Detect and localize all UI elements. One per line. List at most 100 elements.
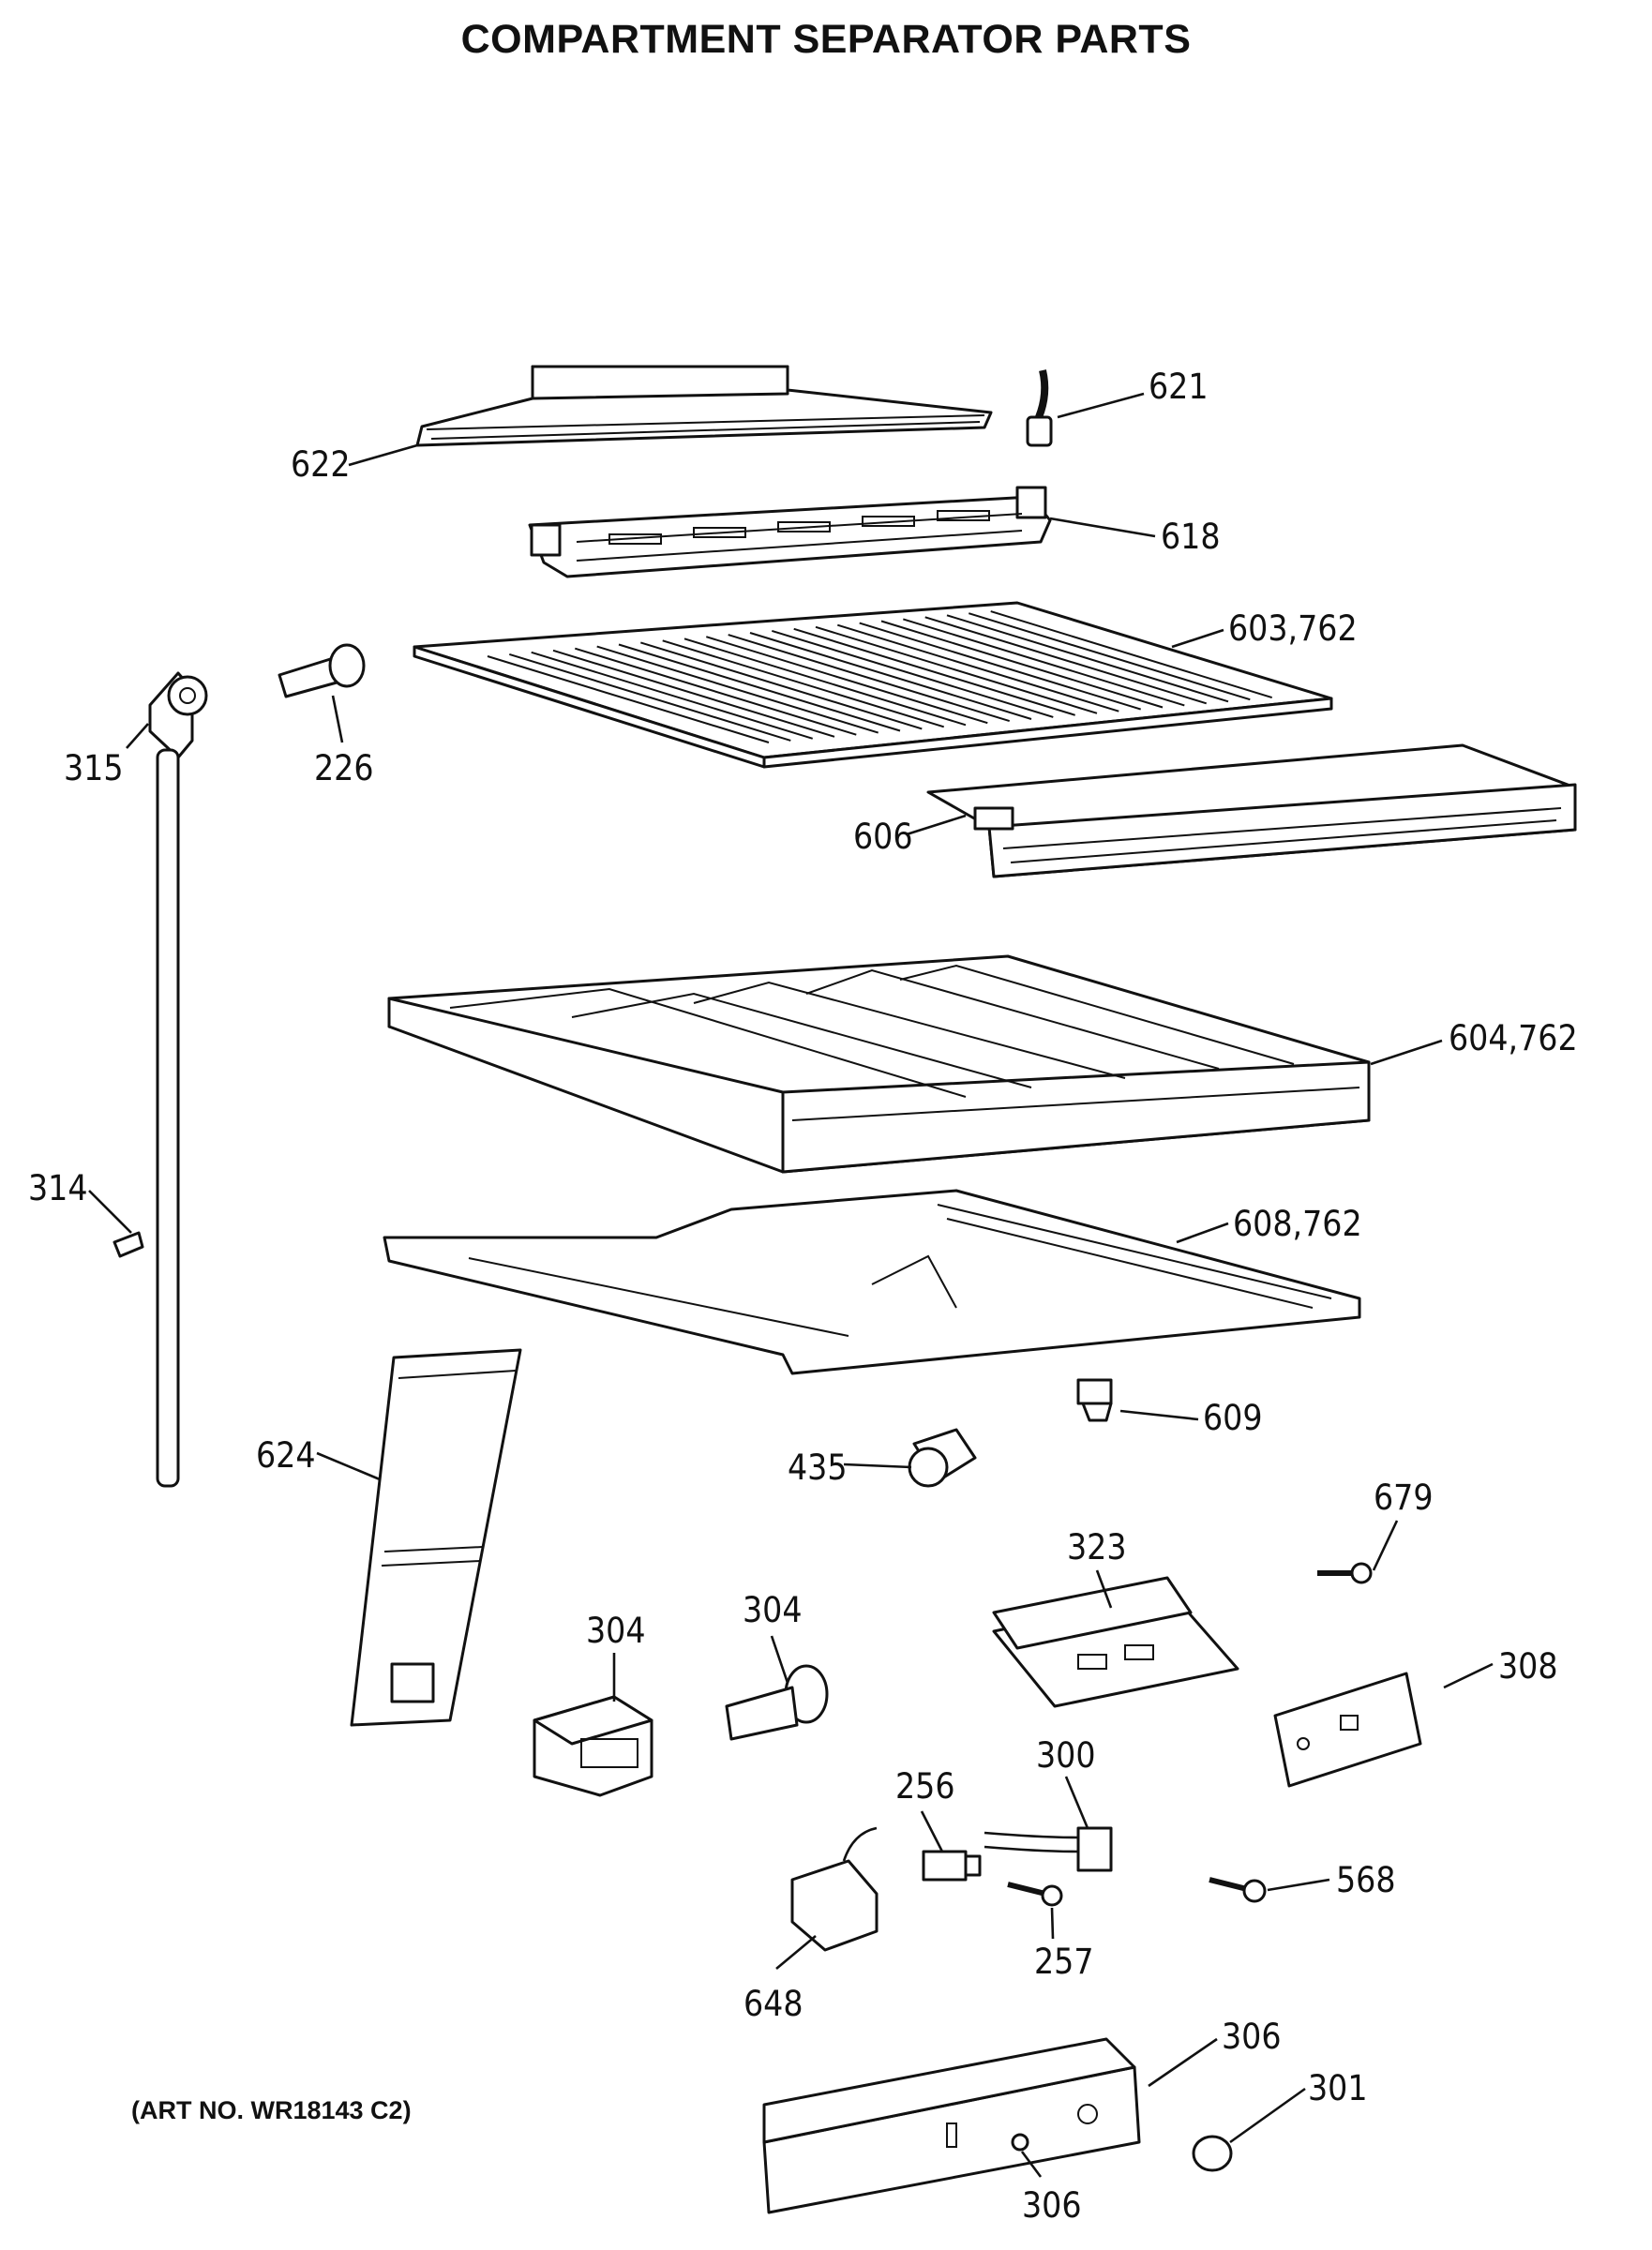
- leader-line-306b: [1020, 2151, 1043, 2178]
- part-257-screw[interactable]: [1007, 1882, 1063, 1907]
- part-300-thermostat[interactable]: [984, 1826, 1113, 1872]
- leader-line-304b: [770, 1635, 789, 1684]
- part-568-screw[interactable]: [1209, 1877, 1267, 1903]
- part-622-cover[interactable]: [415, 365, 993, 447]
- leader-line-621: [1057, 392, 1145, 419]
- part-606-panel[interactable]: [926, 743, 1577, 878]
- leader-line-315: [126, 723, 149, 749]
- part-226-roller[interactable]: [278, 643, 366, 698]
- part-603-grille[interactable]: [413, 601, 1333, 769]
- part-435-knob[interactable]: [908, 1428, 977, 1488]
- callout-label-604: 604,762: [1449, 1018, 1578, 1058]
- leader-line-603: [1171, 628, 1224, 649]
- grille-rib: [880, 620, 1164, 709]
- grille-rib: [990, 610, 1272, 699]
- callout-label-606: 606: [853, 817, 913, 857]
- part-306-channel[interactable]: [762, 2037, 1141, 2214]
- grille-rib: [924, 616, 1207, 705]
- callout-label-648: 648: [743, 1984, 803, 2024]
- part-604-shelf[interactable]: [387, 954, 1371, 1174]
- leader-line-624: [316, 1451, 381, 1481]
- part-624-duct[interactable]: [350, 1348, 522, 1727]
- leader-line-606: [906, 814, 967, 836]
- grille-rib: [946, 614, 1229, 703]
- grille-rib: [749, 632, 1032, 720]
- callout-label-301: 301: [1308, 2068, 1368, 2108]
- callout-label-568: 568: [1336, 1860, 1396, 1900]
- leader-line-308: [1443, 1662, 1494, 1689]
- leader-line-618: [1049, 517, 1156, 538]
- leader-line-648: [775, 1935, 817, 1970]
- leader-lines: [88, 392, 1494, 2178]
- grille-rib: [772, 629, 1054, 718]
- leader-line-256: [920, 1810, 944, 1852]
- part-315-hinge[interactable]: [148, 671, 208, 759]
- leader-line-435: [843, 1462, 912, 1469]
- grille-rib: [859, 622, 1141, 711]
- part-256-switch[interactable]: [922, 1850, 982, 1882]
- grille-rib: [837, 623, 1119, 712]
- part-vertical-rod: [156, 748, 180, 1488]
- callout-label-306a: 306: [1222, 2017, 1282, 2057]
- callout-label-226: 226: [314, 748, 374, 788]
- part-304-dial[interactable]: [725, 1664, 829, 1741]
- grille-rib: [618, 643, 901, 732]
- callout-label-435: 435: [788, 1448, 848, 1488]
- grille-rib: [640, 641, 923, 730]
- callout-label-306b: 306: [1022, 2185, 1082, 2226]
- part-608-shelf[interactable]: [383, 1189, 1361, 1375]
- grille-rib: [706, 636, 988, 725]
- callout-label-621: 621: [1149, 367, 1209, 407]
- leader-line-604: [1370, 1039, 1443, 1066]
- grille-rib: [903, 618, 1185, 707]
- leader-line-622: [348, 443, 418, 467]
- page-title: COMPARTMENT SEPARATOR PARTS: [460, 17, 1192, 62]
- callout-label-603: 603,762: [1228, 608, 1358, 649]
- leader-line-679: [1372, 1520, 1399, 1571]
- part-609-bracket[interactable]: [1076, 1378, 1113, 1422]
- part-314-clip[interactable]: [113, 1231, 144, 1258]
- part-301-knob[interactable]: [1192, 2135, 1233, 2172]
- part-618-channel[interactable]: [528, 486, 1052, 578]
- part-648-timer[interactable]: [790, 1826, 879, 1952]
- grille-rib: [596, 645, 879, 734]
- leader-line-608: [1176, 1222, 1229, 1244]
- leader-line-306a: [1148, 2037, 1218, 2088]
- callout-label-323: 323: [1067, 1527, 1127, 1568]
- leader-line-323: [1095, 1569, 1113, 1609]
- grille-rib: [487, 655, 770, 743]
- art-number: (ART NO. WR18143 C2): [131, 2096, 412, 2124]
- grille-rib: [969, 612, 1251, 701]
- part-679-screw[interactable]: [1317, 1562, 1373, 1584]
- callout-label-308: 308: [1498, 1646, 1558, 1687]
- callout-label-314: 314: [28, 1168, 88, 1208]
- callout-label-624: 624: [256, 1435, 316, 1476]
- leader-line-314: [88, 1190, 132, 1234]
- leader-line-301: [1229, 2087, 1306, 2144]
- callout-label-608: 608,762: [1233, 1204, 1362, 1244]
- callout-label-304a: 304: [586, 1611, 646, 1651]
- callout-label-618: 618: [1161, 517, 1221, 557]
- callout-label-257: 257: [1034, 1942, 1094, 1982]
- grille-rib: [552, 649, 835, 738]
- leader-line-226: [331, 695, 344, 743]
- callout-label-315: 315: [64, 748, 124, 788]
- grille-rib: [815, 625, 1098, 714]
- grille-rib: [531, 651, 813, 740]
- callout-label-300: 300: [1036, 1735, 1096, 1776]
- grille-rib: [683, 638, 967, 727]
- callout-label-679: 679: [1374, 1478, 1434, 1518]
- grille-rib: [662, 639, 944, 728]
- leader-line-257: [1050, 1907, 1055, 1940]
- callout-label-304b: 304: [743, 1590, 803, 1630]
- leader-line-568: [1267, 1878, 1330, 1892]
- part-308-plate[interactable]: [1273, 1672, 1422, 1788]
- grille-rib: [793, 627, 1075, 716]
- part-304-housing[interactable]: [533, 1695, 653, 1797]
- part-621-clip[interactable]: [1026, 369, 1053, 447]
- grille-rib: [509, 652, 791, 742]
- part-323-bracket[interactable]: [992, 1576, 1239, 1708]
- callout-label-609: 609: [1203, 1398, 1263, 1438]
